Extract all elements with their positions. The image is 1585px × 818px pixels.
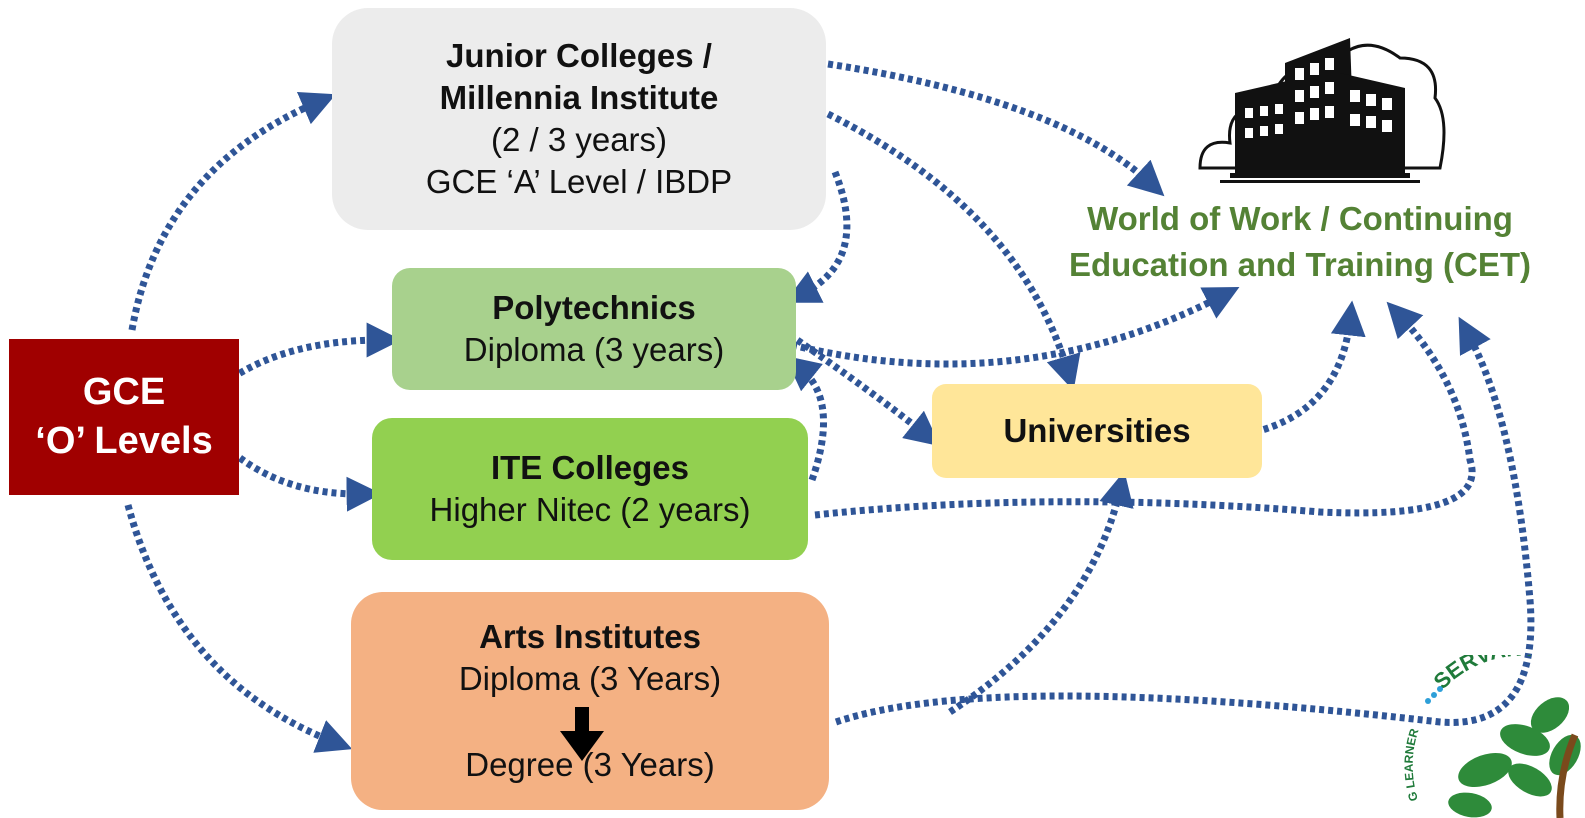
wow-line2: Education and Training (CET) [1069,245,1531,283]
arts-institutes-box: Arts Institutes Diploma (3 Years) Degree… [351,592,829,810]
arrow-jc-to-poly [784,170,851,303]
svg-text:G LEARNER: G LEARNER [1402,727,1422,803]
gce-line1: GCE [82,370,166,413]
ite-detail: Higher Nitec (2 years) [429,491,751,528]
jc-title-line2: Millennia Institute [439,78,719,116]
svg-text:SERVANT: SERVANT [1429,655,1538,694]
logo-learner-text: G LEARNER [1402,727,1422,803]
ite-title: ITE Colleges [490,448,690,486]
arrow-arts-to-wow [834,316,1535,726]
jc-duration: (2 / 3 years) [490,121,668,158]
jc-qualification: GCE ‘A’ Level / IBDP [425,163,733,201]
arrow-arts-to-uni [948,470,1134,715]
arrow-poly-to-uni [788,332,941,447]
polytechnics-box: Polytechnics Diploma (3 years) [392,268,796,390]
jc-title-line1: Junior Colleges / [446,36,712,74]
poly-detail: Diploma (3 years) [463,331,725,368]
arts-degree: Degree (3 Years) [465,746,715,784]
arrow-ite-to-wow [814,301,1476,519]
wow-line1: World of Work / Continuing [1087,200,1513,237]
uni-title: Universities [1003,411,1191,449]
ite-colleges-box: ITE Colleges Higher Nitec (2 years) [372,418,808,560]
arrow-ite-to-poly [784,355,828,482]
arrow-poly-to-wow [791,287,1240,368]
junior-colleges-box: Junior Colleges / Millennia Institute (2… [332,8,826,230]
arrow-gce-to-jc [128,92,337,331]
arts-diploma: Diploma (3 Years) [458,659,722,697]
arrow-gce-to-poly [230,322,402,381]
arrow-jc-to-uni [826,110,1081,391]
arts-title: Arts Institutes [479,617,701,655]
arrow-gce-to-ite [237,455,382,512]
arrow-gce-to-arts [124,504,353,753]
universities-box: Universities [932,384,1262,478]
servant-tree-logo: SERVANT G LEARNER [1402,655,1581,818]
office-building-icon [1198,38,1446,183]
world-of-work-label: World of Work / Continuing Education and… [1040,196,1560,287]
arrow-uni-to-wow [1254,300,1366,436]
logo-servant-text: SERVANT [1429,655,1538,694]
gce-line2: ‘O’ Levels [35,420,213,462]
down-arrow-icon [560,707,604,761]
gce-o-levels-box: GCE ‘O’ Levels [9,339,239,495]
arrow-jc-to-wow [827,60,1165,197]
poly-title: Polytechnics [492,288,696,326]
